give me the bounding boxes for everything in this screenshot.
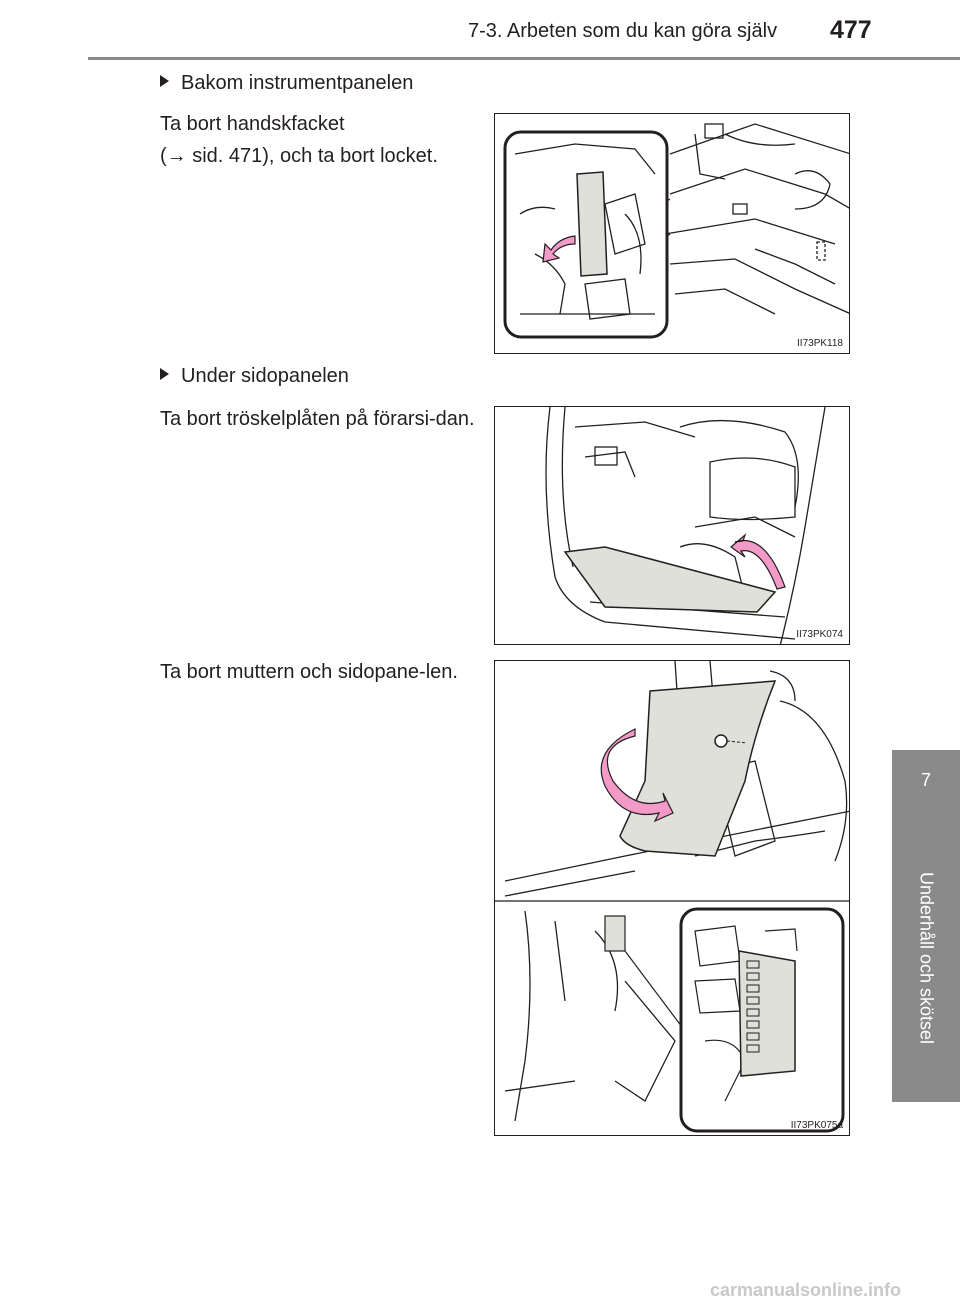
figure-glovebox: II73PK118 — [494, 113, 850, 354]
glovebox-illustration — [503, 123, 849, 339]
chapter-tab[interactable]: 7 Underhåll och skötsel — [892, 750, 960, 1102]
figure-code: II73PK074 — [796, 629, 843, 640]
instruction-text: Ta bort handskfacket (→ sid. 471), och t… — [160, 108, 476, 172]
side-panel-illustration — [495, 661, 849, 1133]
page-number: 477 — [830, 16, 872, 44]
instruction-line: (→ sid. 471), och ta bort locket. — [160, 145, 438, 167]
watermark: carmanualsonline.info — [710, 1280, 902, 1300]
figure-code: II73PK118 — [797, 338, 843, 349]
running-header: 7-3. Arbeten som du kan göra själv — [468, 20, 778, 42]
figure-side-panel: II73PK075a — [494, 660, 850, 1136]
instruction-line: Ta bort handskfacket — [160, 113, 345, 135]
instruction-text: Ta bort tröskelplåten på förarsi-dan. — [160, 408, 475, 430]
heading-text: Bakom instrumentpanelen — [181, 72, 414, 94]
figure-code: II73PK075a — [790, 1120, 843, 1131]
header-divider — [88, 57, 960, 60]
chapter-label: Underhåll och skötsel — [916, 871, 937, 1045]
chapter-number: 7 — [920, 770, 931, 790]
instruction-text: Ta bort muttern och sidopane-len. — [160, 661, 458, 683]
section-heading-side-panel: Under sidopanelen — [160, 365, 349, 388]
section-heading-dashboard: Bakom instrumentpanelen — [160, 72, 413, 95]
bullet-triangle-icon — [160, 368, 169, 380]
heading-text: Under sidopanelen — [181, 365, 349, 387]
bullet-triangle-icon — [160, 75, 169, 87]
figure-scuff-plate: II73PK074 — [494, 406, 850, 645]
scuff-plate-illustration — [545, 407, 826, 644]
